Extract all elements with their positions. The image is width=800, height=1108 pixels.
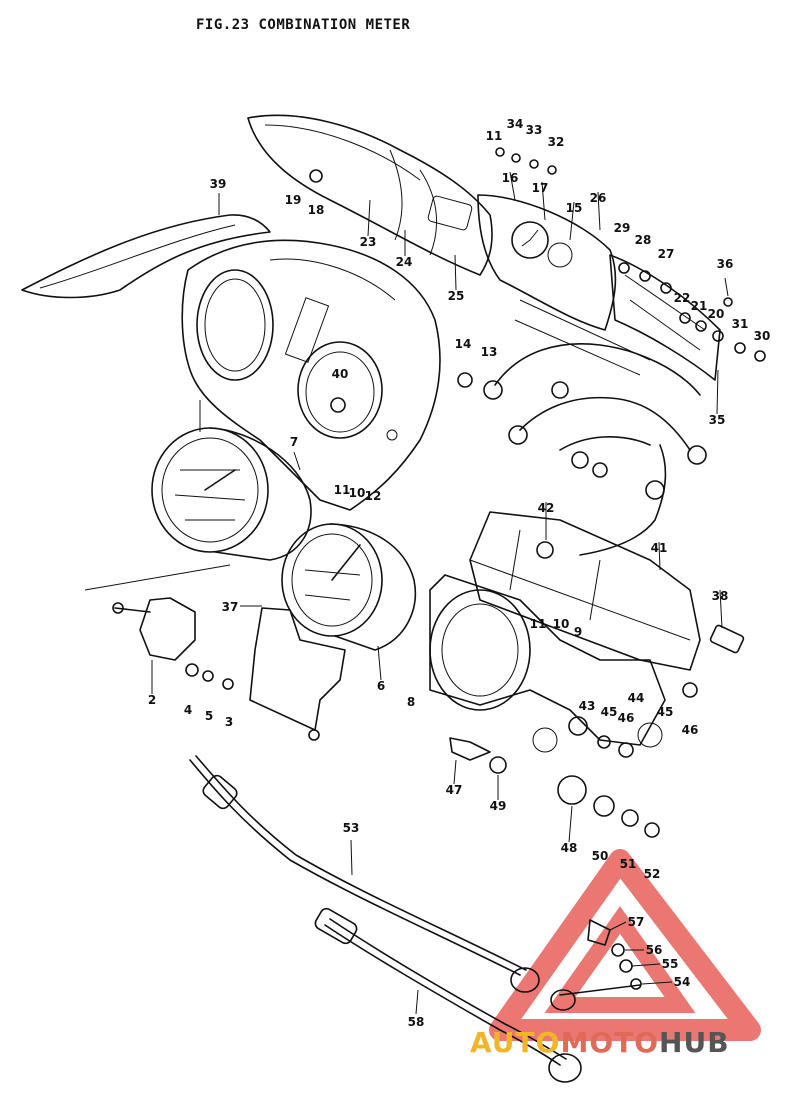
- callout-c9: 9: [574, 625, 582, 639]
- callout-c55: 55: [662, 957, 679, 971]
- meter-visor: [21, 214, 271, 299]
- callout-c58: 58: [408, 1015, 425, 1029]
- callout-c21: 21: [691, 299, 708, 313]
- callout-c40: 40: [332, 367, 349, 381]
- lens-cover: [247, 114, 493, 276]
- callout-c50: 50: [592, 849, 609, 863]
- callout-c46a: 46: [682, 723, 699, 737]
- callout-c4: 4: [184, 703, 192, 717]
- brand-part-auto: AUTO: [470, 1026, 561, 1059]
- callout-c12: 12: [365, 489, 382, 503]
- callout-c8: 8: [407, 695, 415, 709]
- speedometer: [151, 427, 312, 561]
- leader-lines: [151, 171, 729, 1015]
- callout-c17: 17: [532, 181, 549, 195]
- callout-c38: 38: [712, 589, 729, 603]
- callout-c57: 57: [628, 915, 645, 929]
- callout-c41: 41: [651, 541, 668, 555]
- callout-c6: 6: [377, 679, 385, 693]
- callout-c43: 43: [579, 699, 596, 713]
- callout-c52: 52: [644, 867, 661, 881]
- callout-c45b: 45: [601, 705, 618, 719]
- callout-c10b: 10: [553, 617, 570, 631]
- callout-c5: 5: [205, 709, 213, 723]
- callout-c48: 48: [561, 841, 578, 855]
- mount-plate: [469, 511, 701, 671]
- figure-title: FIG.23 COMBINATION METER: [196, 17, 411, 33]
- callout-c39: 39: [210, 177, 227, 191]
- callout-c2: 2: [148, 693, 156, 707]
- wiring-harness: [457, 299, 707, 556]
- callout-c56: 56: [646, 943, 663, 957]
- callout-c25: 25: [448, 289, 465, 303]
- brand-wordmark: AUTOMOTOHUB: [470, 1026, 730, 1059]
- callout-c23: 23: [360, 235, 377, 249]
- callout-c19: 19: [285, 193, 302, 207]
- callout-c47: 47: [446, 783, 463, 797]
- callout-c36: 36: [717, 257, 734, 271]
- callout-c26: 26: [590, 191, 607, 205]
- callout-c54: 54: [674, 975, 691, 989]
- callout-c45a: 45: [657, 705, 674, 719]
- callout-c16: 16: [502, 171, 519, 185]
- left-small-parts: [84, 564, 234, 690]
- right-small-parts: [449, 624, 745, 838]
- callout-c3: 3: [225, 715, 233, 729]
- callout-c31: 31: [732, 317, 749, 331]
- callout-c28: 28: [635, 233, 652, 247]
- brand-part-hub: HUB: [659, 1026, 730, 1059]
- callout-c18: 18: [308, 203, 325, 217]
- callout-c29: 29: [614, 221, 631, 235]
- cable-bracket-parts: [550, 919, 642, 1011]
- callout-c11a: 11: [486, 129, 503, 143]
- callout-c11c: 11: [530, 617, 547, 631]
- callout-c49: 49: [490, 799, 507, 813]
- callout-c11b: 11: [334, 483, 351, 497]
- callout-c20: 20: [708, 307, 725, 321]
- callout-c42: 42: [538, 501, 555, 515]
- callout-c7: 7: [290, 435, 298, 449]
- meter-housing: [181, 239, 441, 511]
- callout-c37: 37: [222, 600, 239, 614]
- callout-c32: 32: [548, 135, 565, 149]
- callout-c14: 14: [455, 337, 472, 351]
- logo-mark: [489, 849, 761, 1041]
- callout-c24: 24: [396, 255, 413, 269]
- callout-c27: 27: [658, 247, 675, 261]
- base-plate: [429, 574, 666, 753]
- callout-c35: 35: [709, 413, 726, 427]
- callout-c33: 33: [526, 123, 543, 137]
- meter-bracket: [249, 607, 346, 731]
- callout-c51: 51: [620, 857, 637, 871]
- callout-c22: 22: [674, 291, 691, 305]
- callout-c30: 30: [754, 329, 771, 343]
- brand-part-moto: MOTO: [560, 1026, 660, 1059]
- tachometer: [281, 523, 416, 651]
- callout-c34: 34: [507, 117, 524, 131]
- cables: [189, 755, 582, 1083]
- clock-housing: [477, 194, 617, 331]
- callout-c44: 44: [628, 691, 645, 705]
- callout-c10a: 10: [349, 486, 366, 500]
- callout-c46b: 46: [618, 711, 635, 725]
- callout-c15: 15: [566, 201, 583, 215]
- callout-c13: 13: [481, 345, 498, 359]
- callout-c53: 53: [343, 821, 360, 835]
